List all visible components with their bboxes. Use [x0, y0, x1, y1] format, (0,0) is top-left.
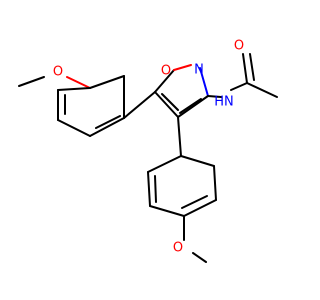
background: [0, 0, 300, 300]
bond-methyl-to-top-ether-oxygen: [18, 76, 45, 87]
bond-aryl-bottom-3: [149, 205, 185, 217]
atom-labels: O O N O HN O: [53, 39, 244, 256]
bond-carbonyl-to-methyl: [246, 82, 278, 98]
bond-c3-to-nh: [207, 95, 222, 98]
bond-isoxazole-to-bottom-ring: [177, 116, 182, 157]
bond-aryl-bottom-4: [183, 199, 217, 217]
carbonyl-oxygen-label: O: [234, 39, 244, 54]
bond-ring-double-2: [179, 98, 202, 114]
bond-ring-n-c3: [199, 67, 209, 97]
bonds: [18, 53, 278, 263]
bottom-ether-oxygen-label: O: [173, 241, 183, 256]
bond-top-ether-oxygen-to-ring: [66, 76, 91, 89]
bond-ring-c5-o: [154, 69, 175, 93]
bond-aryl-top-3: [89, 117, 125, 137]
top-ether-oxygen-label: O: [53, 65, 63, 80]
bond-aryl-bottom-1: [147, 155, 182, 173]
bond-aryl-to-isoxazole: [123, 91, 156, 119]
bond-ring-double-1: [161, 93, 179, 111]
bond-aryl-top-4: [57, 119, 91, 137]
bond-nh-to-carbonyl: [230, 82, 248, 91]
ring-oxygen-label: O: [161, 64, 171, 79]
bond-bottom-ether-oxygen-to-methyl: [192, 252, 207, 263]
bond-aryl-bottom-double-2: [181, 195, 208, 209]
bond-aryl-bottom-5: [213, 165, 217, 201]
bond-aryl-top-double-1: [95, 115, 121, 129]
amide-nh-label: HN: [214, 95, 234, 110]
bond-aryl-bottom-2: [147, 171, 151, 207]
bond-ring-o-n: [173, 64, 192, 71]
bond-aryl-bottom-double-1: [154, 175, 157, 203]
bond-aryl-top-6: [57, 87, 91, 91]
bond-carbonyl-double-1: [242, 53, 248, 84]
bond-ring-c4-c5: [154, 91, 179, 118]
chemical-structure: O O N O HN O: [0, 0, 300, 300]
bond-aryl-top-1: [89, 75, 125, 89]
bond-ring-c3-c4: [177, 95, 209, 118]
bond-carbonyl-double-2: [249, 53, 255, 81]
ring-nitrogen-label: N: [194, 63, 204, 78]
bond-aryl-bottom-6: [180, 155, 215, 167]
